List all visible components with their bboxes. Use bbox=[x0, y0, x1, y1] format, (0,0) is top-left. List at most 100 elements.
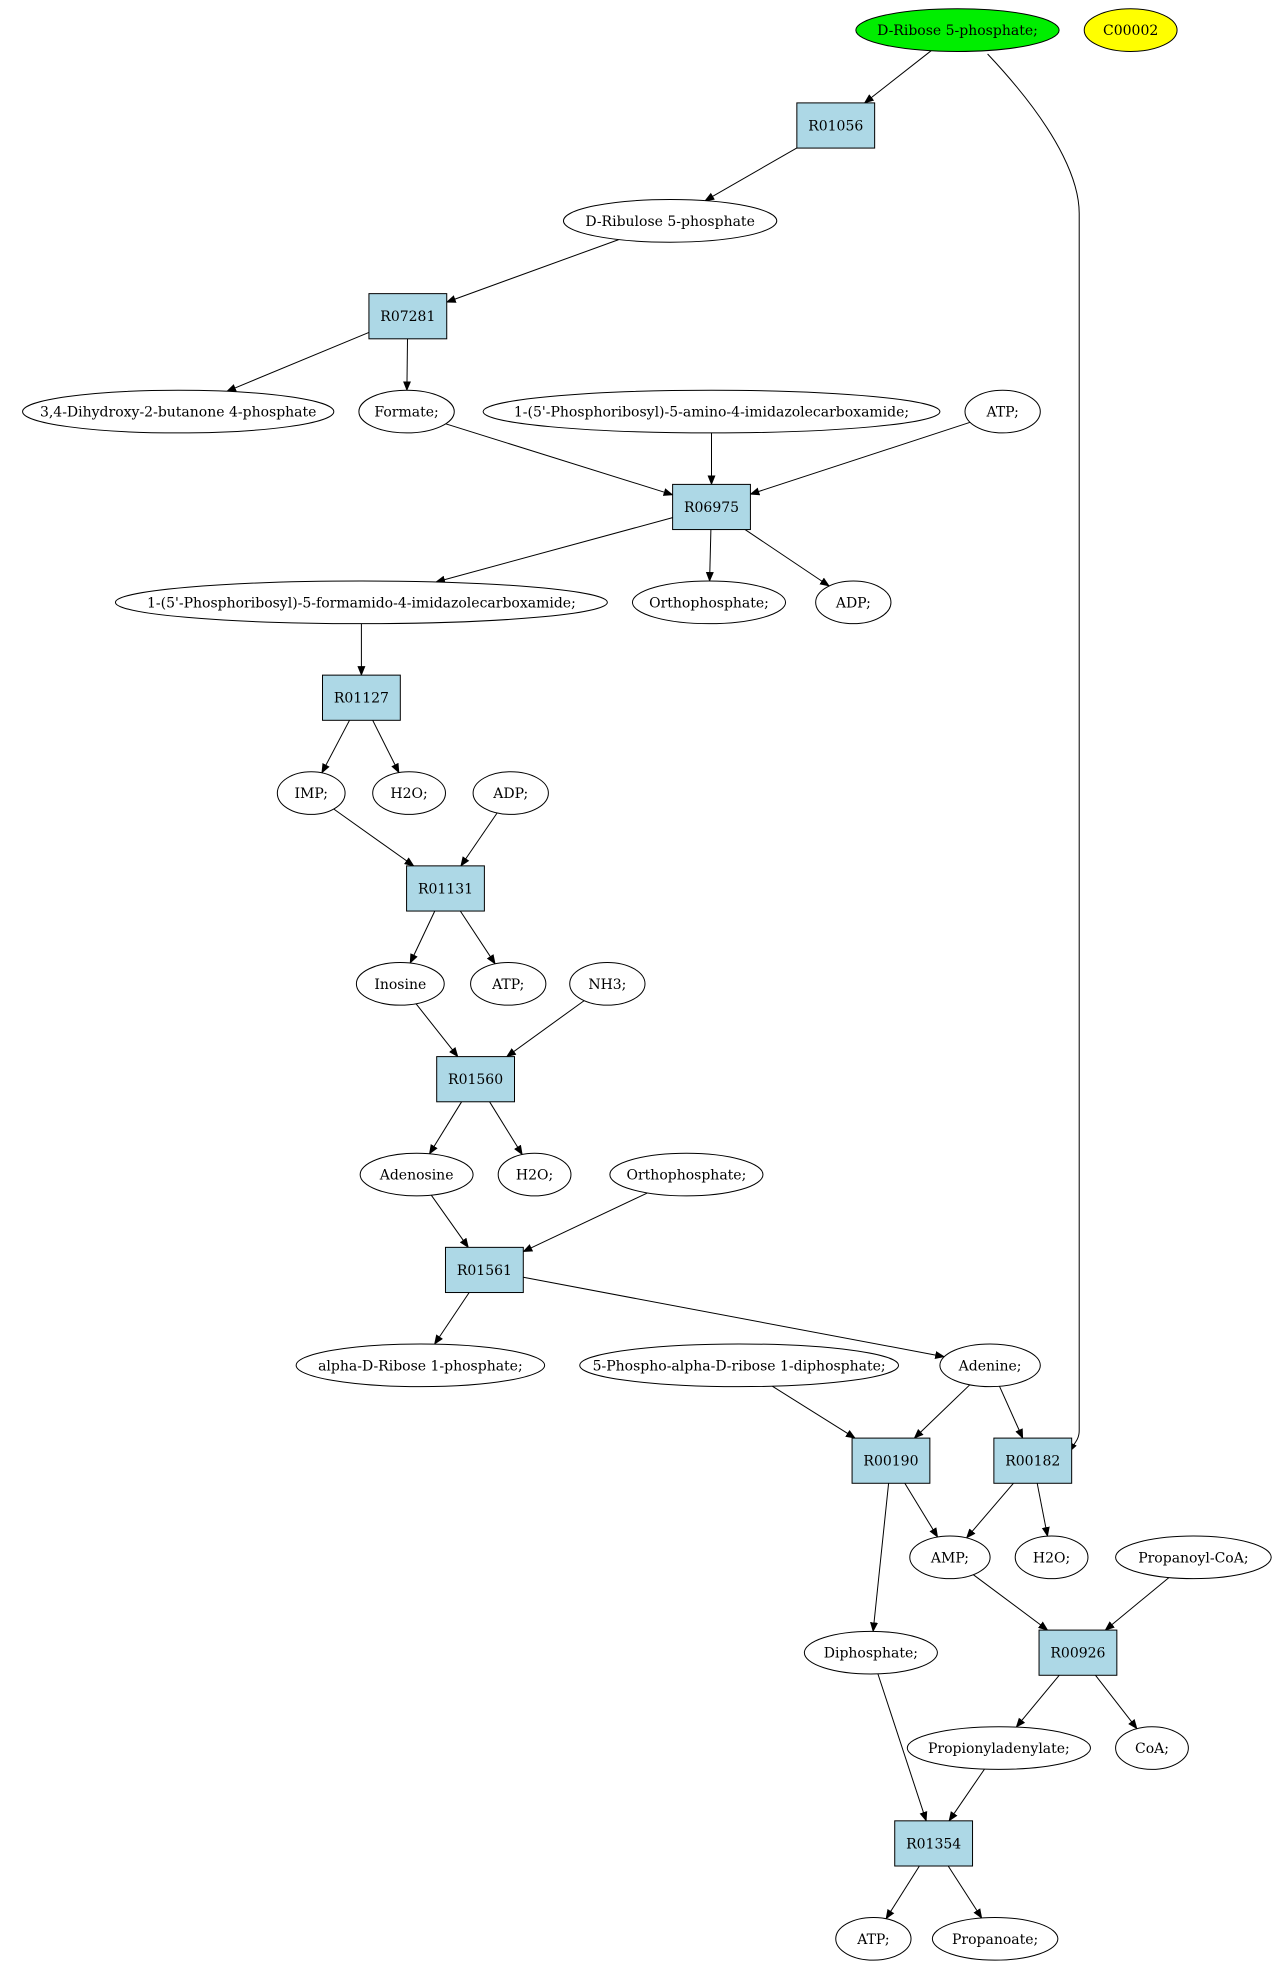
node-label: Adenosine bbox=[379, 1168, 454, 1184]
node-label: R00190 bbox=[863, 1454, 918, 1470]
compound-node-propcoa[interactable]: Propanoyl-CoA; bbox=[1115, 1535, 1272, 1580]
compound-node-amp[interactable]: AMP; bbox=[909, 1535, 991, 1580]
reaction-box bbox=[436, 1056, 516, 1103]
edge-r00190-to-ppi bbox=[870, 1483, 890, 1633]
edge-imp-to-r01131 bbox=[333, 808, 415, 867]
reaction-node-r01560[interactable]: R01560 bbox=[436, 1056, 516, 1103]
edge-r00926-to-coa bbox=[1095, 1674, 1138, 1730]
reaction-node-r01056[interactable]: R01056 bbox=[796, 102, 876, 149]
edge-r01354-to-atp3 bbox=[885, 1865, 920, 1920]
compound-node-start[interactable]: D-Ribose 5-phosphate; bbox=[855, 8, 1060, 52]
edge-r01354-to-propanoate bbox=[947, 1865, 983, 1919]
node-label: R01056 bbox=[808, 118, 863, 134]
compound-node-ribulose5p[interactable]: D-Ribulose 5-phosphate bbox=[562, 199, 778, 243]
edge-r06975-to-pi1 bbox=[705, 529, 714, 582]
compound-ellipse bbox=[964, 389, 1041, 434]
node-label: Orthophosphate; bbox=[649, 595, 769, 611]
node-label: Diphosphate; bbox=[824, 1646, 918, 1662]
compound-node-c00002[interactable]: C00002 bbox=[1083, 8, 1178, 52]
compound-ellipse bbox=[906, 1726, 1091, 1770]
reaction-node-r07281[interactable]: R07281 bbox=[368, 293, 448, 340]
reaction-box bbox=[993, 1437, 1073, 1484]
compound-node-atp1[interactable]: ATP; bbox=[964, 389, 1041, 434]
compound-ellipse bbox=[470, 961, 547, 1006]
compound-node-adp1[interactable]: ADP; bbox=[815, 580, 892, 625]
reaction-node-r01354[interactable]: R01354 bbox=[894, 1820, 974, 1867]
compound-node-faicar[interactable]: 1-(5'-Phosphoribosyl)-5-formamido-4-imid… bbox=[114, 580, 608, 625]
compound-ellipse bbox=[482, 389, 941, 434]
compound-ellipse bbox=[359, 1152, 474, 1197]
reaction-node-r00926[interactable]: R00926 bbox=[1038, 1629, 1118, 1676]
compound-node-adenine[interactable]: Adenine; bbox=[939, 1343, 1041, 1388]
edge-start-to-r00182 bbox=[987, 53, 1080, 1453]
edge-r01056-to-ribulose5p bbox=[704, 147, 798, 202]
compound-node-ar1p[interactable]: alpha-D-Ribose 1-phosphate; bbox=[295, 1343, 546, 1388]
node-label: CoA; bbox=[1135, 1741, 1169, 1757]
reaction-box bbox=[444, 1246, 524, 1294]
edge-propadenyl-to-r01354 bbox=[948, 1768, 985, 1822]
compound-node-atp3[interactable]: ATP; bbox=[835, 1916, 912, 1961]
node-label: H2O; bbox=[390, 786, 427, 802]
compound-node-coa[interactable]: CoA; bbox=[1115, 1726, 1189, 1770]
compound-node-imp[interactable]: IMP; bbox=[276, 771, 346, 815]
compound-node-ppi[interactable]: Diphosphate; bbox=[803, 1630, 938, 1675]
compound-node-nh3[interactable]: NH3; bbox=[569, 961, 646, 1006]
node-label: Orthophosphate; bbox=[627, 1168, 747, 1184]
compound-ellipse bbox=[815, 580, 892, 625]
reaction-node-r06975[interactable]: R06975 bbox=[672, 483, 751, 531]
node-label: alpha-D-Ribose 1-phosphate; bbox=[318, 1358, 523, 1374]
compound-node-formate[interactable]: Formate; bbox=[358, 389, 455, 434]
reaction-node-r01127[interactable]: R01127 bbox=[322, 674, 401, 721]
reaction-box bbox=[851, 1437, 931, 1484]
compound-node-pi2[interactable]: Orthophosphate; bbox=[609, 1152, 764, 1197]
compound-node-pi1[interactable]: Orthophosphate; bbox=[631, 580, 787, 625]
reaction-node-r01561[interactable]: R01561 bbox=[444, 1246, 524, 1294]
compound-ellipse bbox=[1115, 1535, 1272, 1580]
node-label: 5-Phospho-alpha-D-ribose 1-diphosphate; bbox=[593, 1358, 886, 1374]
compound-node-inosine[interactable]: Inosine bbox=[355, 961, 445, 1006]
node-label: R01561 bbox=[457, 1263, 512, 1279]
edge-nh3-to-r01560 bbox=[505, 1000, 585, 1058]
nodes-layer: D-Ribose 5-phosphate; C00002R01056D-Ribul… bbox=[22, 8, 1272, 1961]
compound-ellipse bbox=[1014, 1535, 1089, 1580]
compound-ellipse bbox=[562, 199, 778, 243]
edge-r00926-to-propadenyl bbox=[1015, 1674, 1060, 1728]
edge-adenosine-to-r01561 bbox=[430, 1194, 469, 1249]
compound-node-h2o3[interactable]: H2O; bbox=[1014, 1535, 1089, 1580]
compound-node-dhbp[interactable]: 3,4-Dihydroxy-2-butanone 4-phosphate bbox=[22, 389, 335, 434]
edge-start-to-r01056 bbox=[863, 50, 932, 104]
edge-formate-to-r06975 bbox=[445, 423, 674, 496]
compound-node-adenosine[interactable]: Adenosine bbox=[359, 1152, 474, 1197]
node-label: Propanoyl-CoA; bbox=[1138, 1550, 1248, 1566]
compound-node-atp2[interactable]: ATP; bbox=[470, 961, 547, 1006]
compound-node-h2o1[interactable]: H2O; bbox=[372, 771, 446, 815]
edge-adenine-to-r00182 bbox=[999, 1386, 1024, 1440]
edge-r07281-to-formate bbox=[403, 338, 412, 392]
node-label: R01354 bbox=[906, 1836, 961, 1852]
edge-adenine-to-r00190 bbox=[913, 1384, 971, 1439]
compound-node-prpp[interactable]: 5-Phospho-alpha-D-ribose 1-diphosphate; bbox=[579, 1343, 899, 1388]
edge-r01560-to-adenosine bbox=[428, 1101, 463, 1155]
edge-r00182-to-amp bbox=[965, 1482, 1014, 1539]
compound-node-propanoate[interactable]: Propanoate; bbox=[931, 1916, 1059, 1961]
node-label: ADP; bbox=[492, 786, 528, 802]
reaction-node-r00182[interactable]: R00182 bbox=[993, 1437, 1073, 1484]
compound-ellipse bbox=[355, 961, 445, 1006]
compound-ellipse bbox=[931, 1916, 1059, 1961]
node-label: ATP; bbox=[856, 1932, 889, 1948]
edge-prpp-to-r00190 bbox=[772, 1385, 856, 1439]
compound-node-h2o2[interactable]: H2O; bbox=[497, 1152, 572, 1197]
node-label: R06975 bbox=[684, 500, 739, 516]
reaction-node-r01131[interactable]: R01131 bbox=[406, 865, 485, 912]
node-label: ATP; bbox=[491, 977, 524, 993]
compound-ellipse bbox=[909, 1535, 991, 1580]
compound-node-propadenyl[interactable]: Propionyladenylate; bbox=[906, 1726, 1091, 1770]
node-label: D-Ribose 5-phosphate; bbox=[877, 23, 1038, 39]
node-label: Propanoate; bbox=[952, 1932, 1038, 1948]
reaction-node-r00190[interactable]: R00190 bbox=[851, 1437, 931, 1484]
edge-r01560-to-h2o2 bbox=[489, 1101, 523, 1156]
node-label: ADP; bbox=[835, 595, 871, 611]
compound-node-aicar[interactable]: 1-(5'-Phosphoribosyl)-5-amino-4-imidazol… bbox=[482, 389, 941, 434]
edge-r01127-to-imp bbox=[321, 720, 350, 774]
compound-node-adp2[interactable]: ADP; bbox=[472, 771, 549, 815]
